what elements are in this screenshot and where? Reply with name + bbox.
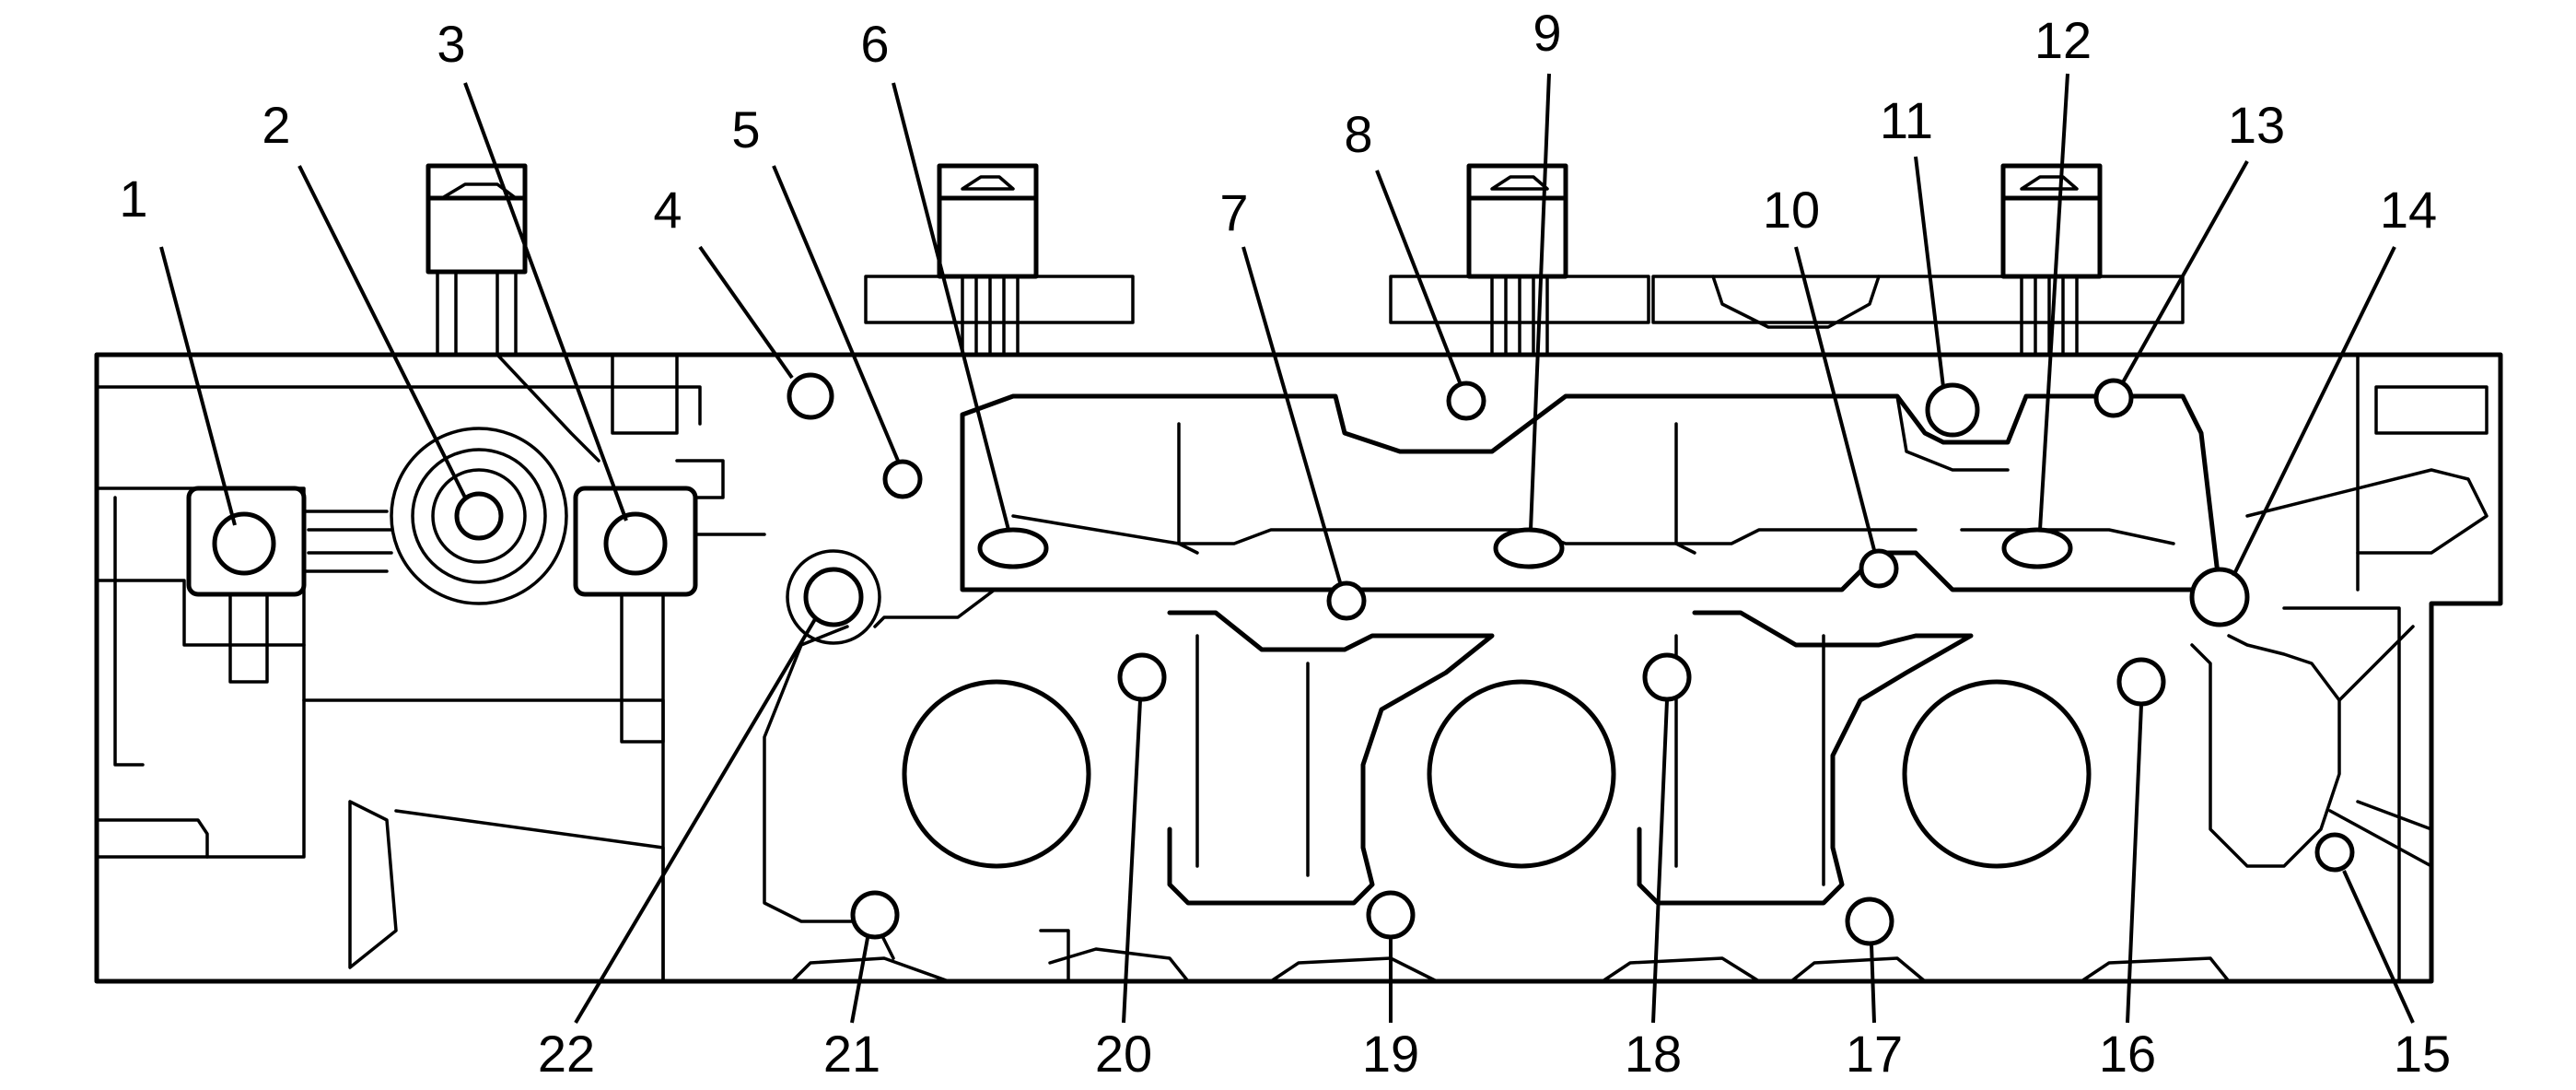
leader-1 (159, 246, 237, 526)
bolt-hole-4 (787, 372, 834, 420)
callout-11: 11 (1880, 91, 1933, 149)
leader-9 (1529, 73, 1551, 531)
bolt-hole-10 (1859, 548, 1899, 589)
leader-21 (850, 937, 869, 1024)
callout-4: 4 (653, 181, 682, 239)
bolt-hole-11 (1925, 382, 1980, 438)
bolt-hole-17 (1845, 897, 1894, 946)
callout-14: 14 (2380, 181, 2437, 239)
bolt-hole-19 (1366, 890, 1416, 940)
leader-2 (297, 165, 467, 498)
bolt-holes (212, 372, 2355, 946)
callout-7: 7 (1219, 183, 1248, 241)
bolt-hole-20 (1117, 652, 1167, 702)
callout-6: 6 (860, 15, 889, 73)
bolt-hole-22 (803, 567, 864, 627)
bolt-hole-13 (2093, 378, 2134, 418)
callout-3: 3 (437, 15, 465, 73)
callout-21: 21 (823, 1025, 880, 1083)
bolt-hole-16 (2116, 657, 2166, 707)
bolt-hole-7 (1326, 580, 1367, 621)
leader-5 (772, 165, 900, 462)
callout-17: 17 (1846, 1025, 1903, 1083)
callout-13: 13 (2228, 96, 2285, 154)
callout-9: 9 (1533, 4, 1561, 62)
leader-6 (892, 82, 1010, 531)
callout-10: 10 (1763, 181, 1820, 239)
callout-16: 16 (2099, 1025, 2156, 1083)
callout-19: 19 (1362, 1025, 1419, 1083)
leader-10 (1794, 246, 1876, 551)
callout-labels: 1 2 3 4 5 6 7 8 9 10 11 12 13 14 15 16 1… (119, 4, 2451, 1083)
bolt-hole-5 (882, 459, 923, 499)
leader-3 (463, 82, 628, 522)
bolt-hole-12 (2001, 527, 2073, 569)
callout-1: 1 (119, 170, 147, 228)
leader-20 (1122, 699, 1142, 1024)
bolt-hole-15 (2314, 832, 2355, 873)
leader-12 (2038, 73, 2069, 531)
leader-14 (2232, 246, 2396, 577)
bolt-hole-6 (977, 527, 1049, 569)
lower-edge-features (790, 929, 2231, 983)
camshaft-cap-towers (425, 163, 2185, 357)
combustion-chambers (763, 385, 2489, 960)
bolt-hole-8 (1446, 381, 1486, 421)
leader-17 (1870, 943, 1876, 1024)
bolt-hole-3 (603, 511, 668, 576)
callout-2: 2 (262, 96, 290, 154)
leader-11 (1914, 156, 1945, 388)
leader-15 (2342, 870, 2415, 1024)
left-end-components (95, 353, 766, 983)
bolt-hole-9 (1493, 527, 1565, 569)
callout-5: 5 (731, 100, 760, 158)
callout-12: 12 (2034, 11, 2092, 69)
leader-lines (159, 73, 2415, 1025)
bolt-hole-21 (850, 890, 900, 940)
leader-8 (1375, 170, 1462, 383)
callout-15: 15 (2394, 1025, 2451, 1083)
bolt-hole-18 (1642, 652, 1692, 702)
bolt-hole-14 (2189, 567, 2250, 627)
callout-20: 20 (1095, 1025, 1152, 1083)
bolt-hole-2 (454, 491, 504, 541)
leader-22 (574, 617, 817, 1025)
leader-4 (698, 245, 794, 380)
callout-22: 22 (538, 1025, 595, 1083)
callout-8: 8 (1344, 105, 1372, 163)
leader-13 (2121, 160, 2249, 383)
leader-7 (1241, 246, 1342, 583)
leader-18 (1651, 699, 1669, 1024)
leader-16 (2126, 704, 2143, 1024)
callout-18: 18 (1625, 1025, 1682, 1083)
bolt-hole-1 (212, 511, 276, 576)
